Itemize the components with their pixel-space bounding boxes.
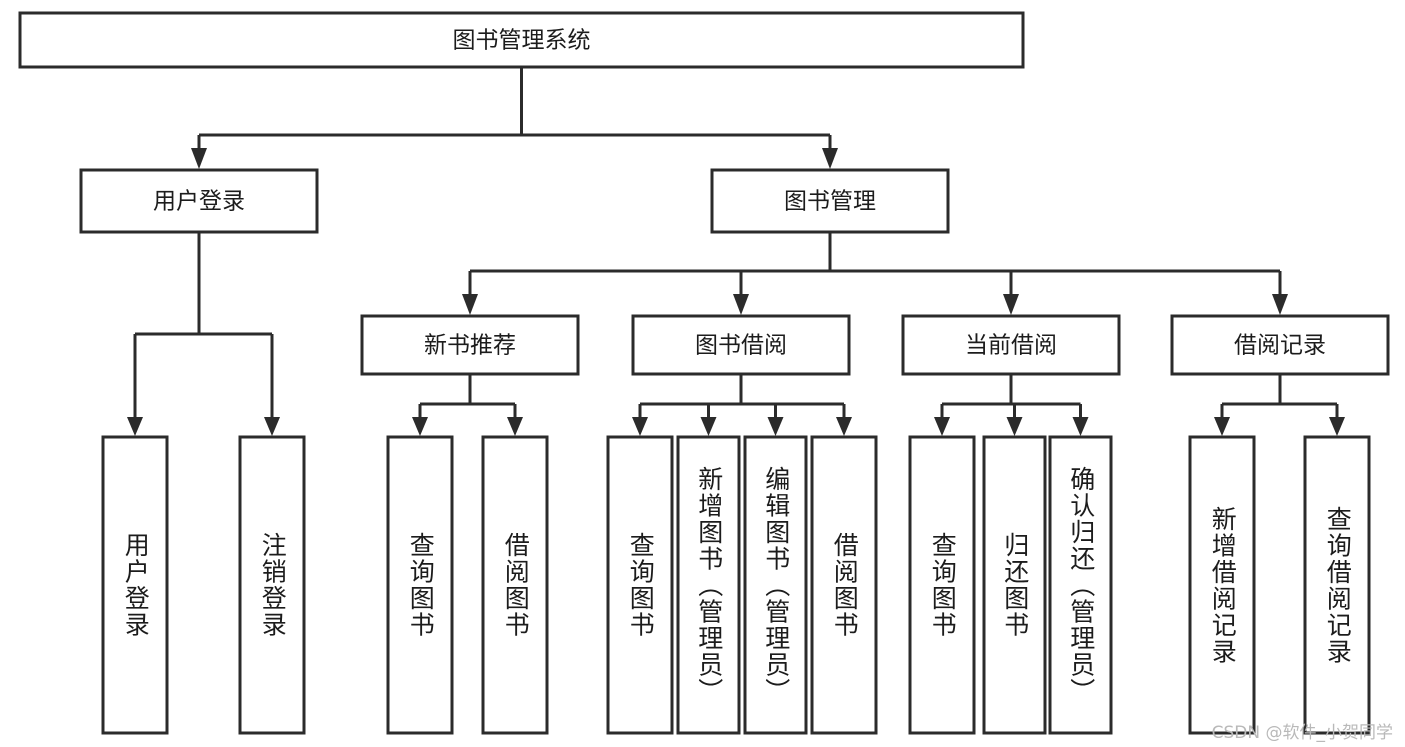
arrow-head-icon-leaf-logout xyxy=(264,417,280,436)
node-leaf-confirm-return[interactable] xyxy=(1048,435,1113,735)
node-leaf-user-login[interactable] xyxy=(101,435,169,735)
node-current-borrow[interactable]: 当前借阅 xyxy=(901,314,1121,376)
node-box-leaf-borrow-book-2[interactable] xyxy=(810,435,878,735)
node-box-leaf-borrow-book-1[interactable] xyxy=(481,435,549,735)
node-box-leaf-logout[interactable] xyxy=(238,435,306,735)
node-leaf-borrow-book-2[interactable] xyxy=(810,435,878,735)
node-leaf-add-record[interactable] xyxy=(1188,435,1256,735)
arrow-head-icon-leaf-add-book xyxy=(700,417,717,436)
arrow-head-icon-book-borrow xyxy=(733,294,749,315)
node-box-borrow-record[interactable] xyxy=(1170,314,1390,376)
node-box-leaf-confirm-return[interactable] xyxy=(1048,435,1113,735)
arrow-head-icon-leaf-borrow-book-2 xyxy=(836,417,852,436)
arrow-head-icon-leaf-add-record xyxy=(1214,417,1230,436)
node-leaf-add-book[interactable] xyxy=(676,435,741,735)
node-label-current-borrow: 当前借阅 xyxy=(965,333,1057,359)
node-label-borrow-record: 借阅记录 xyxy=(1234,333,1326,359)
node-box-leaf-add-record[interactable] xyxy=(1188,435,1256,735)
node-box-leaf-query-book-2[interactable] xyxy=(606,435,674,735)
node-box-current-borrow[interactable] xyxy=(901,314,1121,376)
node-leaf-query-book-2[interactable] xyxy=(606,435,674,735)
node-book-borrow[interactable]: 图书借阅 xyxy=(631,314,851,376)
arrow-head-icon-leaf-confirm-return xyxy=(1072,417,1089,436)
node-root[interactable]: 图书管理系统 xyxy=(18,11,1025,69)
node-label-book-manage: 图书管理 xyxy=(784,189,876,215)
node-box-root[interactable] xyxy=(18,11,1025,69)
node-box-leaf-return-book[interactable] xyxy=(982,435,1047,735)
node-user-login[interactable]: 用户登录 xyxy=(79,168,319,234)
node-label-book-borrow: 图书借阅 xyxy=(695,333,787,359)
node-box-leaf-query-book-3[interactable] xyxy=(908,435,976,735)
arrow-head-icon-leaf-borrow-book-1 xyxy=(507,417,523,436)
node-leaf-edit-book[interactable] xyxy=(743,435,808,735)
arrow-head-icon-leaf-user-login xyxy=(127,417,143,436)
node-box-new-book-rec[interactable] xyxy=(360,314,580,376)
node-box-leaf-add-book[interactable] xyxy=(676,435,741,735)
arrow-head-icon-leaf-query-book-3 xyxy=(934,417,950,436)
node-box-user-login[interactable] xyxy=(79,168,319,234)
node-box-leaf-user-login[interactable] xyxy=(101,435,169,735)
arrow-head-icon-leaf-query-book-1 xyxy=(412,417,428,436)
node-new-book-rec[interactable]: 新书推荐 xyxy=(360,314,580,376)
connector-layer xyxy=(127,67,1345,436)
node-label-root: 图书管理系统 xyxy=(453,28,591,54)
node-label-new-book-rec: 新书推荐 xyxy=(424,333,516,359)
node-box-leaf-query-record[interactable] xyxy=(1303,435,1371,735)
arrow-head-icon-leaf-query-book-2 xyxy=(632,417,648,436)
node-leaf-query-book-3[interactable] xyxy=(908,435,976,735)
arrow-head-icon-user-login xyxy=(191,148,207,169)
node-book-manage[interactable]: 图书管理 xyxy=(710,168,950,234)
node-box-leaf-query-book-1[interactable] xyxy=(386,435,454,735)
node-leaf-query-record[interactable] xyxy=(1303,435,1371,735)
arrow-head-icon-current-borrow xyxy=(1003,294,1019,315)
node-label-user-login: 用户登录 xyxy=(153,189,245,215)
node-leaf-logout[interactable] xyxy=(238,435,306,735)
node-leaf-query-book-1[interactable] xyxy=(386,435,454,735)
arrow-head-icon-borrow-record xyxy=(1272,294,1288,315)
arrow-head-icon-leaf-query-record xyxy=(1329,417,1345,436)
node-leaf-return-book[interactable] xyxy=(982,435,1047,735)
arrow-head-icon-leaf-return-book xyxy=(1006,417,1023,436)
node-box-book-borrow[interactable] xyxy=(631,314,851,376)
arrow-head-icon-new-book-rec xyxy=(462,294,478,315)
node-box-book-manage[interactable] xyxy=(710,168,950,234)
node-box-leaf-edit-book[interactable] xyxy=(743,435,808,735)
arrow-head-icon-book-manage xyxy=(822,148,838,169)
node-leaf-borrow-book-1[interactable] xyxy=(481,435,549,735)
arrow-head-icon-leaf-edit-book xyxy=(767,417,784,436)
node-borrow-record[interactable]: 借阅记录 xyxy=(1170,314,1390,376)
watermark-text: CSDN @软件_小贺同学 xyxy=(1211,723,1393,743)
